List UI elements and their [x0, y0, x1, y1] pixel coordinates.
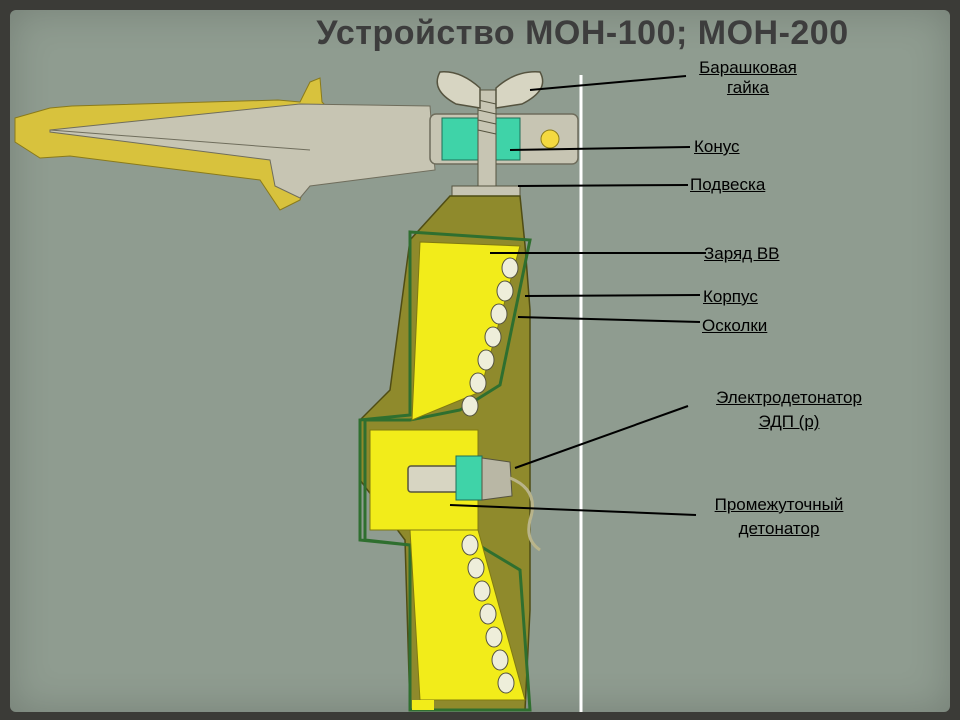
label-body: Корпус [703, 287, 758, 306]
label-cone: Конус [694, 137, 740, 156]
leader-lines [449, 75, 706, 516]
clamp-hole [540, 129, 560, 149]
detonator-sleeve [455, 455, 483, 501]
page-title: Устройство МОН-100; МОН-200 [316, 14, 849, 52]
label-charge: Заряд ВВ [704, 244, 780, 263]
label-wing-nut: Барашковая гайка [686, 58, 810, 98]
label-detonator: Электродетонатор ЭДП (р) [696, 388, 882, 432]
stake-blade [49, 103, 436, 199]
label-fragments: Осколки [702, 316, 768, 335]
label-suspension: Подвеска [690, 175, 766, 194]
label-detonator-line2: ЭДП (р) [758, 412, 820, 431]
bottom-strip [412, 700, 434, 710]
label-intermediate-line2: детонатор [738, 519, 820, 538]
fragments-lower [461, 534, 515, 694]
detonator-wire [509, 476, 541, 552]
detonator-cap [481, 457, 513, 501]
mine-diagram [14, 71, 706, 712]
label-intermediate: Промежуточный детонатор [696, 495, 862, 539]
slide: Устройство МОН-100; МОН-200 Барашковая г… [10, 10, 950, 712]
label-wing-nut-line2: гайка [726, 78, 770, 97]
label-wing-nut-line1: Барашковая [699, 58, 797, 77]
label-intermediate-line1: Промежуточный [714, 495, 844, 514]
wing-nut [436, 71, 544, 109]
fragments-upper [461, 257, 519, 417]
label-detonator-line1: Электродетонатор [716, 388, 862, 407]
